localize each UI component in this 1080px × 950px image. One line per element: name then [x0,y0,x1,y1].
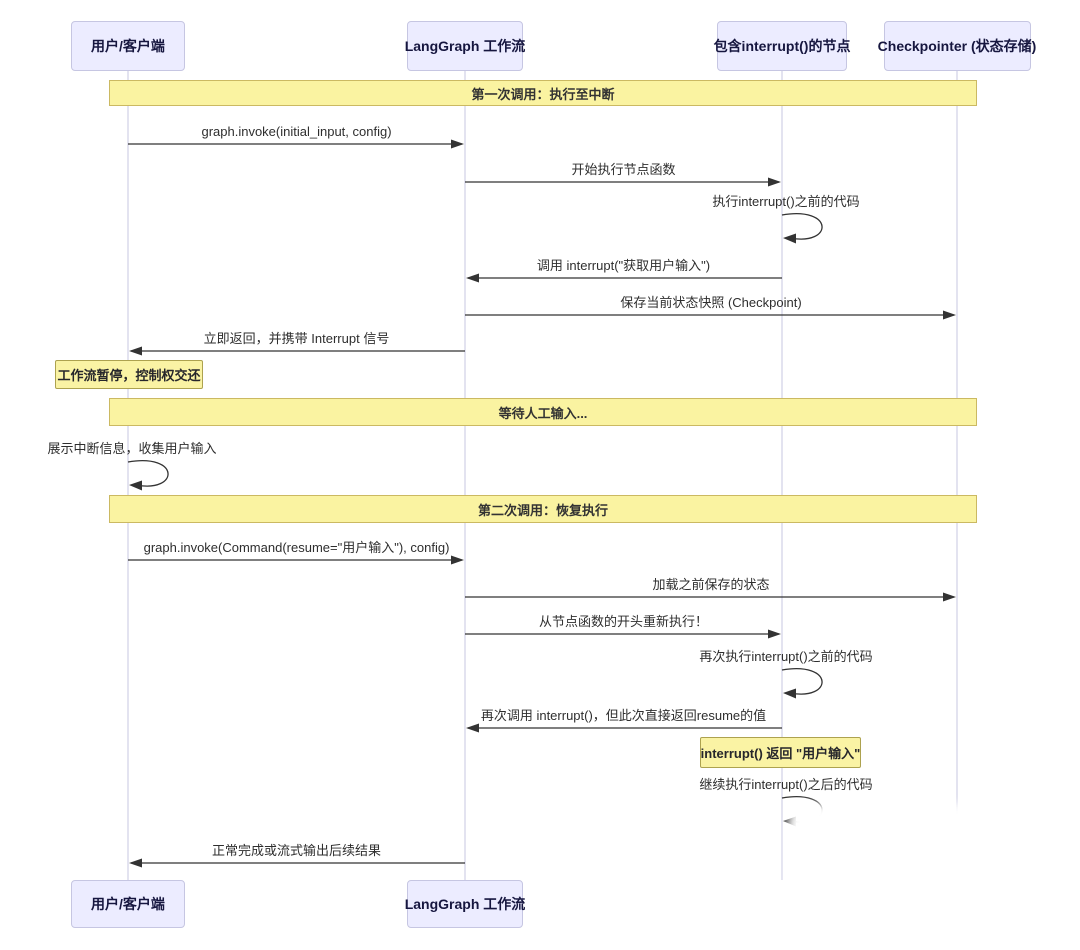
arrowhead [466,723,479,733]
message-label-6: 展示中断信息，收集用户输入 [47,441,217,456]
arrowhead [129,346,142,356]
arrowhead [768,629,781,639]
arrowhead [451,555,464,565]
message-label-2: 执行interrupt()之前的代码 [712,194,860,209]
arrowhead [783,233,796,244]
participant-box-bottom-user: 用户/客户端 [71,880,185,928]
arrowhead [768,177,781,187]
arrowhead [129,480,142,491]
arrowhead [129,858,142,868]
message-label-8: 加载之前保存的状态 [652,577,770,592]
message-label-3: 调用 interrupt("获取用户输入") [536,258,711,273]
note-interrupt-returns: interrupt() 返回 "用户输入" [700,737,861,768]
section-band-1: 等待人工输入... [109,398,977,426]
message-label-10: 再次执行interrupt()之前的代码 [699,649,873,664]
section-band-0: 第一次调用：执行至中断 [109,80,977,106]
arrowhead [943,310,956,320]
white-eraser-blob-core [802,816,962,934]
arrowhead [943,592,956,602]
message-label-7: graph.invoke(Command(resume="用户输入"), con… [143,540,450,555]
participant-box-checkpointer: Checkpointer (状态存储) [878,21,1036,71]
self-loop-arrow [781,213,823,240]
self-loop-arrow [781,668,823,695]
section-band-2: 第二次调用：恢复执行 [109,495,977,523]
participant-box-langgraph: LangGraph 工作流 [405,21,525,71]
message-label-1: 开始执行节点函数 [571,162,676,177]
note-workflow-paused: 工作流暂停，控制权交还 [55,360,203,389]
arrowhead [783,688,796,699]
participant-box-user: 用户/客户端 [71,21,185,71]
message-label-0: graph.invoke(initial_input, config) [201,124,392,139]
arrowhead [451,139,464,149]
self-loop-arrow [127,460,169,487]
message-label-5: 立即返回，并携带 Interrupt 信号 [203,331,390,346]
message-label-9: 从节点函数的开头重新执行！ [538,614,709,629]
participant-box-node: 包含interrupt()的节点 [714,21,850,71]
participant-box-bottom-langgraph: LangGraph 工作流 [405,880,525,928]
message-label-12: 继续执行interrupt()之后的代码 [699,777,873,792]
message-label-4: 保存当前状态快照 (Checkpoint) [620,295,802,310]
arrowhead [466,273,479,283]
message-label-11: 再次调用 interrupt()，但此次直接返回resume的值 [480,708,767,723]
message-label-13: 正常完成或流式输出后续结果 [211,843,382,858]
